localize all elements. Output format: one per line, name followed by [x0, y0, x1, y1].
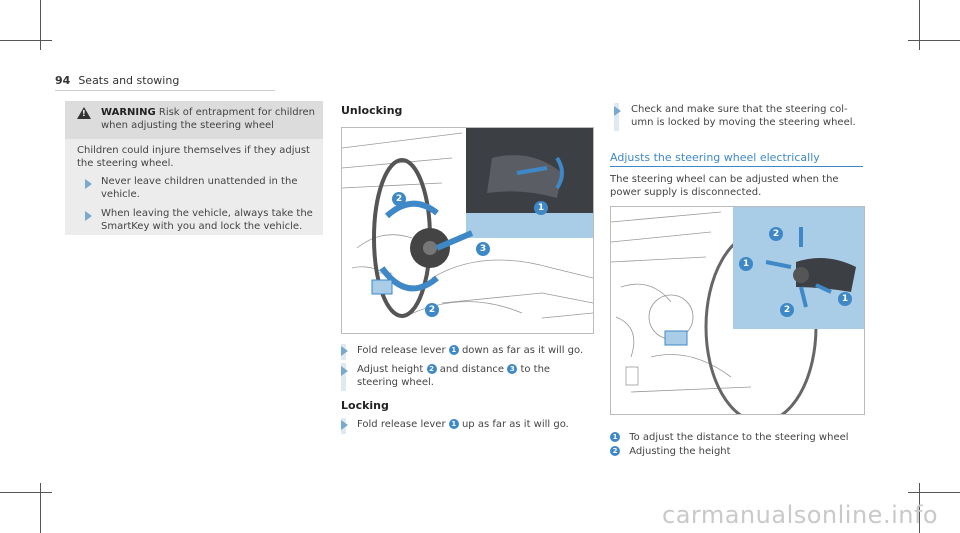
locking-heading: Locking [341, 399, 389, 412]
locking-step-1: Fold release lever 1 up as far as it wil… [357, 419, 569, 430]
bullet-arrow-icon [85, 179, 92, 189]
unlocking-step-1: Fold release lever 1 down as far as it w… [357, 345, 584, 356]
bullet-arrow-icon [85, 211, 92, 221]
page-header: 94 Seats and stowing [55, 74, 179, 87]
callout-1: 1 [610, 432, 620, 442]
callout-1: 1 [448, 345, 459, 355]
electric-steering-illustration: 2 1 1 2 [610, 206, 865, 415]
crop-mark [908, 492, 960, 493]
crop-mark [908, 40, 960, 41]
warning-box: ! WARNING Risk of entrapment for childre… [65, 101, 323, 235]
steering-lever-illustration: 1 2 3 2 [341, 127, 594, 334]
step-bar [341, 363, 346, 391]
warning-bullet-1: Never leave children unattended in the v… [101, 176, 298, 200]
warning-title: Risk of entrapment for children [158, 107, 315, 118]
dashboard-drawing [342, 128, 593, 319]
callout-1: 1 [534, 201, 548, 215]
callout-1: 1 [739, 257, 753, 271]
legend-item-1: 1 To adjust the distance to the steering… [610, 431, 870, 444]
warning-body: Children could injure themselves if they… [77, 145, 310, 169]
callout-2: 2 [426, 364, 437, 374]
heading-rule [610, 166, 863, 167]
callout-3: 3 [507, 364, 518, 374]
page-number: 94 [55, 74, 71, 87]
crop-mark [40, 0, 41, 50]
warning-label: WARNING [101, 107, 156, 118]
callout-2: 2 [769, 227, 783, 241]
electric-body: The steering wheel can be adjusted when … [610, 174, 839, 198]
legend-item-2: 2 Adjusting the height [610, 445, 870, 458]
step-bar [614, 103, 619, 131]
callout-3: 3 [476, 242, 490, 256]
crop-mark [919, 483, 920, 533]
unlocking-heading: Unlocking [341, 104, 403, 117]
crop-mark [0, 492, 52, 493]
warning-triangle-icon: ! [77, 107, 91, 119]
crop-mark [40, 483, 41, 533]
callout-1: 1 [448, 419, 459, 429]
warning-bullet-2: When leaving the vehicle, always take th… [101, 208, 313, 232]
unlocking-step-2: Adjust height 2 and distance 3 to the st… [357, 364, 551, 388]
crop-mark [0, 40, 52, 41]
warning-title-line2: when adjusting the steering wheel [101, 120, 274, 131]
callout-2: 2 [425, 303, 439, 317]
bullet-arrow-icon [341, 366, 348, 376]
electric-heading: Adjusts the steering wheel electrically [610, 151, 820, 164]
crop-mark [919, 0, 920, 50]
check-step: Check and make sure that the steering co… [631, 104, 856, 128]
callout-2: 2 [610, 446, 620, 456]
bullet-arrow-icon [341, 420, 348, 430]
callout-2: 2 [392, 192, 406, 206]
cockpit-drawing [611, 207, 864, 414]
warning-header: ! WARNING Risk of entrapment for childre… [65, 101, 323, 139]
section-title: Seats and stowing [78, 74, 180, 87]
watermark: carmanualsonline.info [662, 501, 939, 529]
bullet-arrow-icon [614, 106, 621, 116]
callout-1: 1 [838, 292, 852, 306]
callout-2: 2 [780, 303, 794, 317]
header-rule [55, 90, 275, 91]
bullet-arrow-icon [341, 346, 348, 356]
